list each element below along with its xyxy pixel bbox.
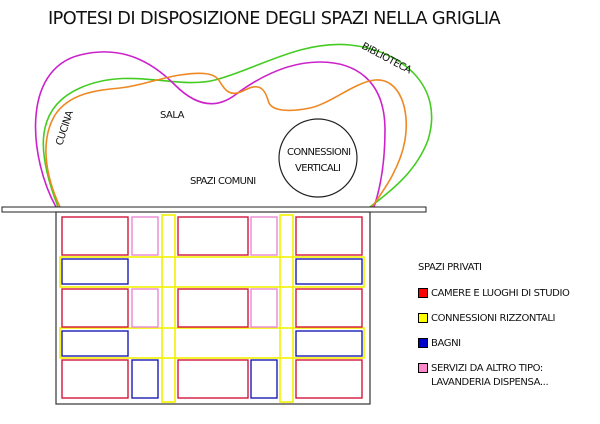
camera-room [61, 359, 129, 399]
outline-magenta [34, 51, 386, 208]
label-sala: SALA [160, 110, 185, 121]
rooms-camere [61, 216, 363, 399]
label-verticali: VERTICALI [295, 163, 340, 174]
servizio-room [131, 216, 159, 256]
bagno-room [295, 258, 363, 285]
legend-label: CAMERE E LUOGHI DI STUDIO [431, 288, 570, 299]
corridor-vertical-1 [161, 214, 176, 403]
rooms-bagni [61, 258, 363, 399]
label-spazi-comuni: SPAZI COMUNI [190, 176, 256, 187]
camera-room [295, 288, 363, 328]
outline-orange [45, 72, 407, 208]
bagno-room [295, 330, 363, 357]
camera-room [177, 359, 249, 399]
legend-item-servizi: SERVIZI DA ALTRO TIPO: LAVANDERIA DISPEN… [418, 362, 598, 390]
legend: SPAZI PRIVATI CAMERE E LUOGHI DI STUDIO … [418, 262, 598, 401]
bagno-room [61, 330, 129, 357]
floor-slab [1, 206, 427, 213]
legend-item-connessioni: CONNESSIONI RIZZONTALI [418, 312, 598, 326]
legend-item-camere: CAMERE E LUOGHI DI STUDIO [418, 287, 598, 301]
swatch-pink [418, 363, 428, 373]
rooms-servizi [131, 216, 278, 328]
legend-item-bagni: BAGNI [418, 337, 598, 351]
camera-room [295, 216, 363, 256]
label-connessioni: CONNESSIONI [287, 147, 350, 158]
legend-label: SERVIZI DA ALTRO TIPO: LAVANDERIA DISPEN… [431, 363, 549, 388]
bagno-room [131, 359, 159, 399]
legend-title: SPAZI PRIVATI [418, 262, 482, 273]
corridor-horizontal-2 [59, 327, 365, 359]
camera-room [61, 216, 129, 256]
camera-room [295, 359, 363, 399]
outline-green [42, 43, 433, 208]
camera-room [177, 288, 249, 328]
building-block [55, 211, 371, 405]
camera-room [61, 288, 129, 328]
servizio-room [250, 288, 278, 328]
diagram-title: IPOTESI DI DISPOSIZIONE DEGLI SPAZI NELL… [48, 8, 501, 29]
corridor-horizontal-1 [59, 256, 365, 288]
bagno-room [250, 359, 278, 399]
horizontal-connections [59, 214, 365, 403]
camera-room [177, 216, 249, 256]
label-biblioteca: BIBLIOTECA [360, 41, 414, 77]
legend-label: CONNESSIONI RIZZONTALI [431, 313, 556, 324]
servizio-room [131, 288, 159, 328]
swatch-blue [418, 338, 428, 348]
swatch-red [418, 288, 428, 298]
servizio-room [250, 216, 278, 256]
vertical-connections-circle [278, 118, 358, 198]
legend-label: BAGNI [431, 338, 461, 349]
swatch-yellow [418, 313, 428, 323]
bagno-room [61, 258, 129, 285]
corridor-vertical-2 [279, 214, 294, 403]
label-cucina: CUCINA [54, 109, 76, 147]
